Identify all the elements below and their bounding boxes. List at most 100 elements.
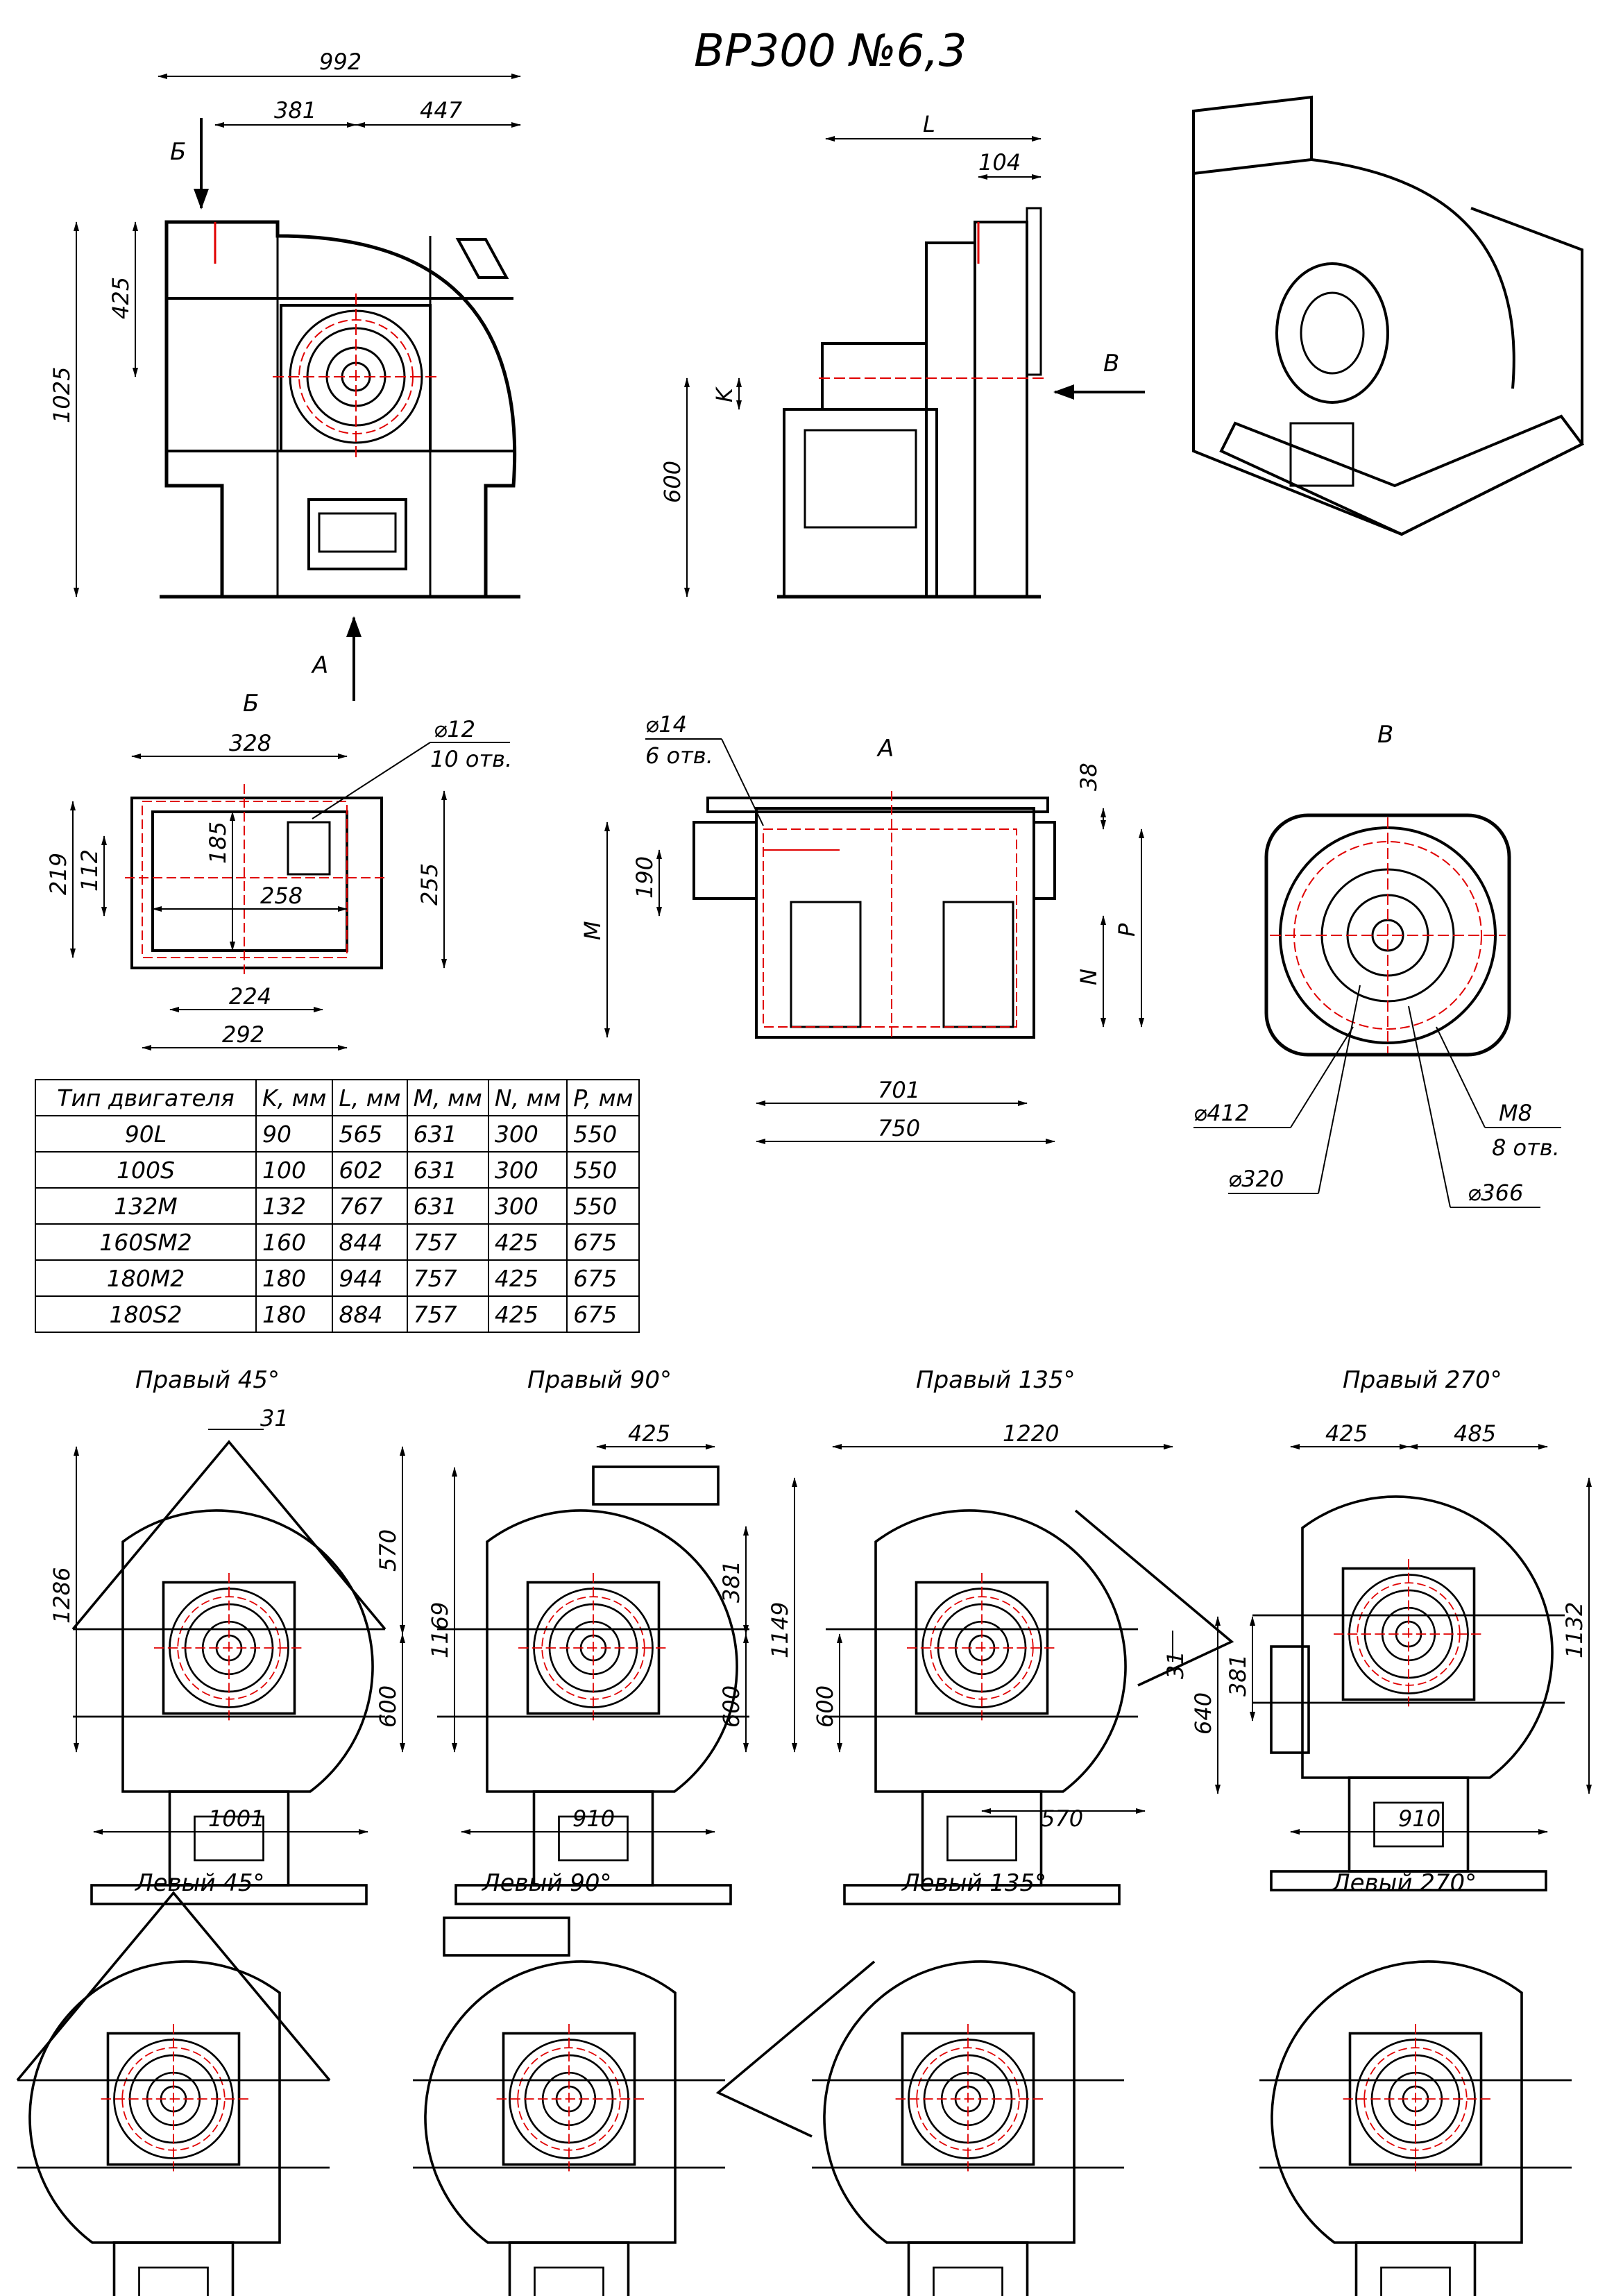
table-cell: 132 [255, 1187, 334, 1225]
arrow-v-label: В [1103, 350, 1119, 377]
r45-dim-570: 570 [375, 1529, 401, 1572]
r135-dim-1220: 1220 [1003, 1420, 1059, 1447]
r90-dim-910: 910 [572, 1805, 615, 1832]
dim-447: 447 [420, 97, 463, 124]
dim-M: M [579, 921, 606, 940]
table-cell: 300 [487, 1187, 568, 1225]
table-cell: 180 [255, 1295, 334, 1333]
dim-701: 701 [878, 1077, 920, 1103]
r270-dim-485: 485 [1454, 1420, 1496, 1447]
hole-count-10: 10 отв. [430, 746, 512, 772]
isometric-view [1192, 95, 1585, 536]
table-cell: 425 [487, 1259, 568, 1297]
r90-dim-381: 381 [718, 1561, 745, 1603]
r135-dim-1149: 1149 [767, 1602, 793, 1658]
right-135-label: Правый 135° [916, 1366, 1076, 1394]
position-left-270: Левый 270° [1259, 1869, 1572, 2296]
table-cell: 550 [566, 1187, 640, 1225]
view-b: Б 328 185 258 219 112 255 224 292 ⌀12 10… [45, 690, 512, 1051]
table-cell: 631 [406, 1151, 489, 1189]
table-cell: 757 [406, 1259, 489, 1297]
table-cell: 565 [332, 1115, 408, 1153]
right-90-label: Правый 90° [527, 1366, 672, 1394]
dia-366: ⌀366 [1468, 1180, 1523, 1206]
left-90-label: Левый 90° [481, 1869, 612, 1897]
dim-190: 190 [631, 856, 658, 899]
dia-412: ⌀412 [1193, 1100, 1249, 1126]
th-l: L, мм [332, 1079, 408, 1116]
r90-dim-1169: 1169 [427, 1602, 453, 1658]
position-right-45: Правый 45° 1286 570 600 1001 31 [49, 1366, 405, 1904]
th-m: M, мм [406, 1079, 489, 1116]
dim-292: 292 [222, 1021, 264, 1048]
dim-112: 112 [76, 849, 103, 892]
table-cell: 631 [406, 1115, 489, 1153]
arrow-a-label: А [311, 652, 328, 679]
hole-dia-12: ⌀12 [434, 716, 475, 742]
position-left-135: Левый 135° [715, 1869, 1124, 2296]
table-cell: 767 [332, 1187, 408, 1225]
view-v: В ⌀412 ⌀320 ⌀366 М8 8 отв. [1193, 721, 1561, 1208]
view-a: А 701 750 M 190 38 N P ⌀14 6 отв. [579, 711, 1144, 1144]
table-cell: 944 [332, 1259, 408, 1297]
table-cell: 180M2 [35, 1259, 257, 1297]
dim-224: 224 [229, 983, 271, 1010]
right-45-label: Правый 45° [135, 1366, 280, 1394]
front-view: 992 381 447 1025 425 Б А [49, 49, 521, 701]
thread-count-8: 8 отв. [1492, 1134, 1560, 1161]
r45-dim-1286: 1286 [49, 1567, 75, 1624]
table-cell: 300 [487, 1115, 568, 1153]
r45-dim-31: 31 [260, 1405, 289, 1431]
hole-dia-14: ⌀14 [645, 711, 687, 738]
r90-dim-425: 425 [628, 1420, 670, 1447]
position-left-90: Левый 90° [413, 1869, 725, 2296]
side-view: L 104 K 600 В [659, 111, 1145, 599]
table-cell: 425 [487, 1295, 568, 1333]
table-cell: 602 [332, 1151, 408, 1189]
r45-dim-1001: 1001 [208, 1805, 264, 1832]
r45-dim-600: 600 [375, 1685, 401, 1728]
dim-381: 381 [274, 97, 316, 124]
table-cell: 160 [255, 1223, 334, 1261]
thread-m8: М8 [1499, 1100, 1532, 1126]
table-cell: 550 [566, 1151, 640, 1189]
drawing-title: ВР300 №6,3 [694, 26, 967, 77]
dim-600: 600 [659, 461, 686, 503]
dim-219: 219 [45, 853, 71, 895]
r270-dim-640: 640 [1190, 1692, 1216, 1735]
dim-258: 258 [260, 883, 303, 909]
table-cell: 300 [487, 1151, 568, 1189]
dim-255: 255 [416, 863, 443, 905]
dim-750: 750 [878, 1115, 920, 1141]
arrow-b-label: Б [170, 138, 186, 166]
dia-320: ⌀320 [1228, 1166, 1284, 1192]
dim-1025: 1025 [49, 367, 75, 423]
r135-dim-31: 31 [1162, 1651, 1189, 1679]
table-cell: 160SM2 [35, 1223, 257, 1261]
table-cell: 884 [332, 1295, 408, 1333]
left-45-label: Левый 45° [134, 1869, 265, 1897]
position-left-45: Левый 45° [17, 1869, 330, 2296]
table-cell: 631 [406, 1187, 489, 1225]
table-cell: 675 [566, 1259, 640, 1297]
table-cell: 180S2 [35, 1295, 257, 1333]
r135-dim-570: 570 [1041, 1805, 1083, 1832]
view-b-label: Б [243, 690, 259, 717]
dim-L: L [923, 111, 935, 137]
dim-425: 425 [108, 277, 134, 319]
th-n: N, мм [487, 1079, 568, 1116]
r270-dim-910: 910 [1398, 1805, 1441, 1832]
hole-count-6: 6 отв. [645, 742, 713, 769]
table-cell: 757 [406, 1223, 489, 1261]
table-cell: 90L [35, 1115, 257, 1153]
r270-dim-1132: 1132 [1561, 1602, 1588, 1658]
position-right-90: Правый 90° 425 1169 381 600 910 [427, 1366, 749, 1904]
table-cell: 844 [332, 1223, 408, 1261]
table-cell: 100 [255, 1151, 334, 1189]
